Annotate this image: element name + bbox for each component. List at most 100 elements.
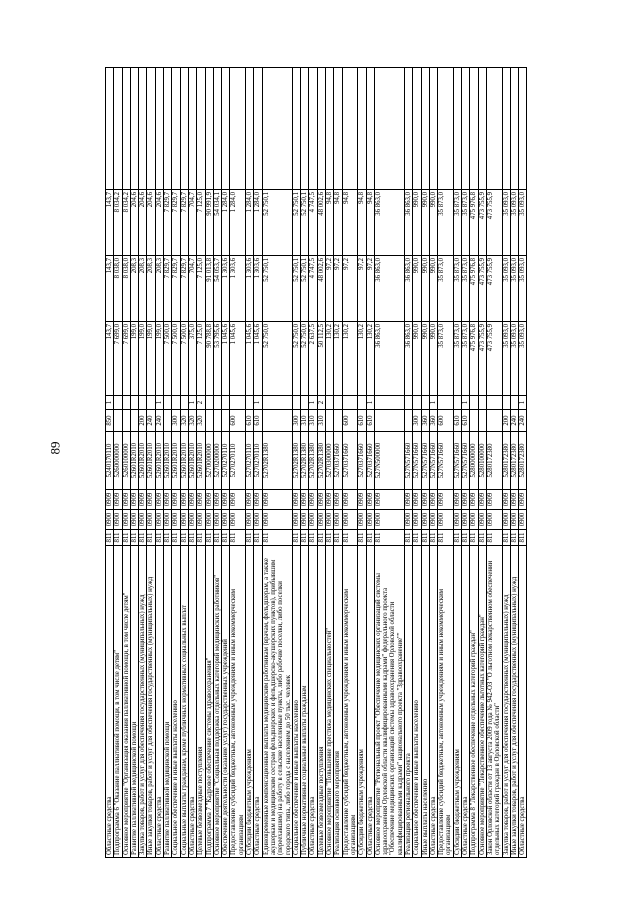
- row-target-article: 5280100000: [478, 431, 487, 490]
- row-source-mark: [113, 395, 123, 410]
- row-subsection: 0909: [374, 489, 405, 510]
- table-row: Закупка товаров, работ и услуг для обесп…: [502, 67, 511, 858]
- row-empty-cell: [510, 67, 519, 190]
- row-name: Основное мероприятие "Региональный проек…: [374, 545, 405, 858]
- row-amount-3: 48 002,6: [317, 189, 326, 256]
- row-amount-1: 473 755,9: [486, 321, 503, 396]
- row-subsection: 0909: [453, 489, 462, 510]
- row-target-article: 52702R1380: [308, 431, 318, 490]
- table-row: Развитие паллиативной медицинской помощи…: [130, 67, 139, 858]
- table-row: Социальное обеспечение и иные выплаты на…: [171, 67, 181, 858]
- row-target-article: 5270371660: [357, 431, 366, 490]
- row-expense-type: 610: [253, 409, 263, 432]
- row-code: 811: [502, 529, 511, 546]
- row-expense-type: [325, 409, 334, 432]
- row-amount-3: 36 863,0: [404, 189, 413, 256]
- row-amount-3: 204,6: [155, 189, 164, 256]
- row-amount-1: 35 093,0: [518, 321, 527, 396]
- row-name: Иные выплаты населению: [421, 545, 430, 858]
- row-subsection: 0909: [502, 489, 511, 510]
- row-code: 811: [421, 529, 430, 546]
- row-expense-type: 320: [180, 409, 189, 432]
- row-name: Иные закупки товаров, работ и услуг для …: [510, 545, 519, 858]
- row-source-mark: [510, 395, 519, 410]
- row-code: 811: [486, 529, 503, 546]
- table-row: Публичные нормативные социальные выплаты…: [300, 67, 309, 858]
- row-name: Основное мероприятие "Повышение престижа…: [325, 545, 334, 858]
- row-target-article: 52702R1380: [262, 431, 293, 490]
- table-row: Основное мероприятие "Региональный проек…: [374, 67, 405, 858]
- row-expense-type: 300: [412, 409, 422, 432]
- row-target-article: 5260100000: [122, 431, 131, 490]
- table-row: Единовременные компенсационные выплаты м…: [262, 67, 293, 858]
- row-empty-cell: [486, 67, 503, 190]
- row-amount-2: 36 863,0: [404, 255, 413, 322]
- row-amount-3: 704,7: [188, 189, 197, 256]
- row-subsection: 0909: [122, 489, 131, 510]
- row-expense-type: [130, 409, 139, 432]
- row-source-mark: 1: [429, 395, 438, 410]
- row-subsection: 0909: [325, 489, 334, 510]
- row-subsection: 0909: [469, 489, 479, 510]
- row-expense-type: 600: [229, 409, 246, 432]
- row-section: 0900: [180, 509, 189, 530]
- row-empty-cell: [155, 67, 164, 190]
- row-code: 811: [213, 529, 222, 546]
- row-source-mark: [333, 395, 343, 410]
- row-amount-2: 704,7: [188, 255, 197, 322]
- row-empty-cell: [188, 67, 197, 190]
- table-row: Социальное обеспечение и иные выплаты на…: [292, 67, 301, 858]
- row-target-article: 527N500000: [374, 431, 405, 490]
- row-section: 0900: [196, 509, 206, 530]
- row-empty-cell: [180, 67, 189, 190]
- row-name: Областные средства: [308, 545, 318, 858]
- row-amount-1: 53 795,6: [213, 321, 222, 396]
- row-amount-1: 199,0: [138, 321, 147, 396]
- row-source-mark: [421, 395, 430, 410]
- row-empty-cell: [245, 67, 254, 190]
- row-amount-3: 4 747,5: [308, 189, 318, 256]
- row-subsection: 0909: [333, 489, 343, 510]
- row-amount-3: 204,6: [146, 189, 156, 256]
- row-amount-2: 208,3: [146, 255, 156, 322]
- row-amount-3: 35 093,0: [510, 189, 519, 256]
- row-target-article: 527N571660: [461, 431, 470, 490]
- row-code: 811: [300, 529, 309, 546]
- row-section: 0900: [374, 509, 405, 530]
- table-row: Иные закупки товаров, работ и услуг для …: [146, 67, 156, 858]
- row-section: 0900: [213, 509, 222, 530]
- row-amount-2: 35 873,0: [461, 255, 470, 322]
- row-subsection: 0909: [105, 489, 114, 510]
- row-subsection: 0909: [146, 489, 156, 510]
- row-target-article: 52601R2010: [171, 431, 181, 490]
- row-expense-type: [478, 409, 487, 432]
- row-code: 811: [374, 529, 405, 546]
- row-amount-3: 204,6: [130, 189, 139, 256]
- row-source-mark: [163, 395, 172, 410]
- row-expense-type: [374, 409, 405, 432]
- row-subsection: 0909: [429, 489, 438, 510]
- row-expense-type: [221, 409, 230, 432]
- row-expense-type: [333, 409, 343, 432]
- row-amount-3: 94,8: [333, 189, 343, 256]
- row-section: 0900: [229, 509, 246, 530]
- row-source-mark: [122, 395, 131, 410]
- row-name: Обеспечение деятельности (оказание услуг…: [221, 545, 230, 858]
- row-target-article: 5270300000: [325, 431, 334, 490]
- row-section: 0900: [262, 509, 293, 530]
- row-amount-2: 35 093,0: [510, 255, 519, 322]
- row-source-mark: [245, 395, 254, 410]
- row-amount-2: 97,2: [357, 255, 366, 322]
- row-name: Целевые безвозмездные поступления: [317, 545, 326, 858]
- row-amount-2: 1 303,6: [245, 255, 254, 322]
- row-empty-cell: [205, 67, 214, 190]
- row-code: 811: [105, 529, 114, 546]
- row-section: 0900: [502, 509, 511, 530]
- row-amount-1: 52 750,0: [292, 321, 301, 396]
- row-target-article: 5270200000: [213, 431, 222, 490]
- row-subsection: 0909: [171, 489, 181, 510]
- row-amount-1: 90 788,8: [205, 321, 214, 396]
